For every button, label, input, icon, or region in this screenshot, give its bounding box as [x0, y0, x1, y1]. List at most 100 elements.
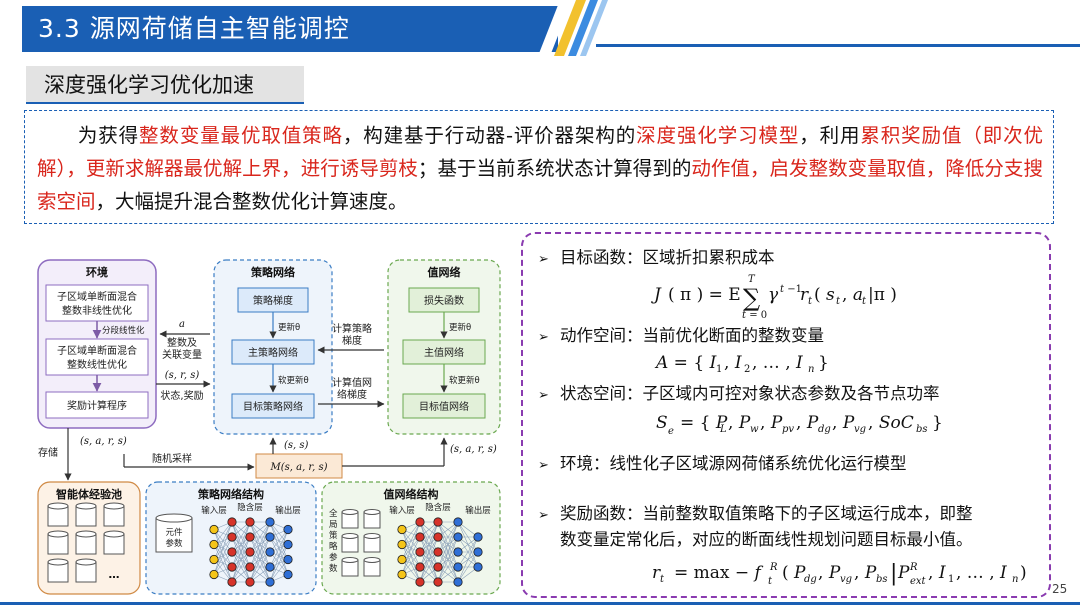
pnet-param-line1: 元件 [165, 527, 183, 538]
svg-text:( P: ( P [782, 563, 806, 583]
subtitle-box [26, 66, 304, 104]
def-action-space: ➢动作空间：当前优化断面的整数变量 [538, 322, 824, 346]
nn-connection [457, 551, 479, 583]
svg-text:, … , I: , … , I [752, 353, 803, 373]
value-soft-label: 软更新θ [449, 375, 480, 386]
nn-connection [249, 551, 271, 583]
nn-connection [231, 521, 251, 553]
svg-text:, I: , I [928, 563, 946, 583]
nn-neuron [397, 569, 407, 580]
nn-neuron [473, 547, 483, 557]
vnet-param-char-5: 参 [329, 552, 338, 563]
svg-text:, P: , P [818, 563, 841, 583]
svg-text:t: t [808, 296, 813, 307]
nn-connection [269, 544, 289, 583]
nn-neuron [209, 539, 219, 550]
action-var: a [179, 319, 185, 330]
equation-action: A = { I 1 , I 2 , … , I n } [654, 346, 844, 380]
svg-text:2: 2 [744, 364, 750, 375]
database-icons [47, 502, 125, 583]
svg-text:r: r [800, 285, 809, 305]
nn-connection [419, 521, 439, 553]
vnet-title: 值网络结构 [384, 487, 439, 501]
vnet-param-char-4: 略 [329, 541, 338, 552]
nn-neuron [433, 562, 443, 572]
svg-text:( s: ( s [814, 285, 835, 305]
pnet-layer-input: 输入层 [201, 505, 227, 516]
nn-neuron [415, 517, 425, 527]
intro-text: ；基于当前系统状态计算得到的 [417, 157, 692, 180]
nn-neuron [415, 562, 425, 572]
svg-text:, I: , I [724, 353, 742, 373]
svg-text:T: T [748, 274, 756, 285]
env-box-reward [45, 391, 149, 419]
value-target-box [402, 393, 486, 419]
nn-connection [231, 551, 251, 583]
equation-state: S e = { P L , P w , P pv , P dg , P vg ,… [654, 406, 954, 444]
policy-main-box [231, 339, 315, 365]
nn-connection [401, 551, 421, 575]
policy-update-label: 更新θ [278, 322, 300, 333]
sarr-tuple: (s, a, r, s) [450, 444, 497, 455]
nn-connection [269, 529, 289, 553]
pool-title: 智能体经验池 [56, 487, 122, 501]
svg-text:): ) [1020, 563, 1027, 583]
svg-text:, P: , P [760, 413, 783, 433]
vnet-database-icons [341, 509, 381, 577]
svg-text:, SoC: , SoC [868, 413, 914, 433]
nn-neuron [265, 547, 275, 557]
svg-text:L: L [719, 424, 727, 435]
nn-neuron [397, 539, 407, 550]
vnet-neural-network [397, 517, 483, 587]
equation-reward: r t = max − f R t ( P dg , P vg , P bs |… [650, 556, 1030, 596]
nn-neuron [245, 517, 255, 527]
nn-connection [457, 536, 479, 568]
nn-neuron [227, 562, 237, 572]
vnet-param-char-6: 数 [329, 563, 338, 574]
bullet-arrow-icon: ➢ [538, 252, 549, 267]
def-reward-text-line1: 奖励函数：当前整数取值策略下的子区域运行成本，即整 [560, 504, 973, 523]
nn-connection [249, 521, 271, 553]
nn-connection [269, 529, 289, 583]
def-objective-text: 目标函数：区域折扣累积成本 [560, 248, 775, 267]
svg-text:|π ): |π ) [868, 285, 897, 305]
header-stripes-decoration [538, 0, 608, 56]
svg-text:1: 1 [716, 364, 722, 375]
value-title: 值网络 [428, 265, 461, 279]
nn-neuron [265, 577, 275, 587]
svg-text:|: | [890, 561, 897, 586]
svg-text:t: t [660, 574, 665, 585]
nn-neuron [283, 569, 293, 580]
svg-text:1: 1 [948, 574, 954, 585]
intro-text: 为获得 [77, 124, 140, 147]
nn-connection [419, 551, 439, 583]
sample-label: 随机采样 [152, 452, 192, 465]
policy-soft-label: 软更新θ [278, 375, 309, 386]
intro-highlight: 整数变量最优取值策略 [139, 124, 343, 147]
svg-text:, P: , P [728, 413, 751, 433]
nn-neuron [209, 524, 219, 535]
nn-connection [249, 521, 271, 583]
nn-neuron [283, 539, 293, 550]
nn-connection [213, 521, 233, 560]
nn-neuron [453, 577, 463, 587]
nn-neuron [227, 517, 237, 527]
nn-connection [419, 521, 439, 568]
svg-text:dg: dg [804, 574, 817, 585]
env-piecewise-label: 分段线性化 [102, 325, 145, 336]
svg-text:( π ) = E: ( π ) = E [668, 285, 741, 305]
svg-text:= max − f: = max − f [674, 563, 764, 583]
svg-text:vg: vg [840, 574, 852, 585]
intro-text: ，大幅提升混合整数优化计算速度。 [95, 190, 408, 213]
value-update-label: 更新θ [449, 322, 471, 333]
vnet-layer-input: 输入层 [389, 505, 415, 516]
store-tuple: (s, a, r, s) [80, 436, 127, 447]
vnet-layer-output: 输出层 [465, 505, 491, 516]
nn-neuron [473, 562, 483, 572]
nn-neuron [245, 577, 255, 587]
def-action-space-text: 动作空间：当前优化断面的整数变量 [560, 326, 824, 345]
nn-connection [269, 559, 289, 583]
svg-text:J: J [651, 285, 662, 305]
env-box-linear-line2: 整数线性优化 [67, 358, 127, 371]
intro-text: ，利用 [799, 124, 861, 147]
